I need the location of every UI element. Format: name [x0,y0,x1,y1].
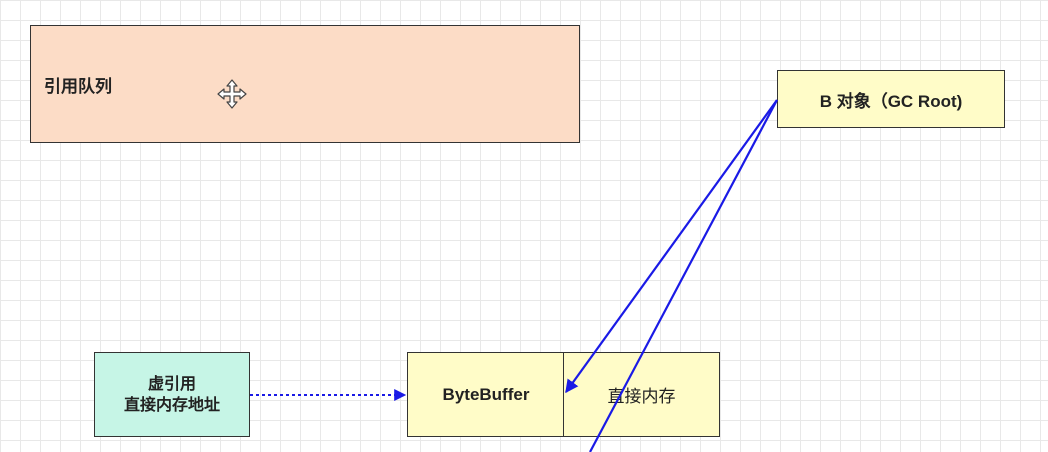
bytebuffer-node[interactable]: ByteBuffer [407,352,565,437]
gc-root-label: B 对象（GC Root) [819,91,963,111]
move-cursor-icon [217,79,247,109]
phantom-reference-node[interactable]: 虚引用 直接内存地址 [94,352,250,437]
bytebuffer-label: ByteBuffer [442,384,530,404]
direct-memory-label: 直接内存 [607,387,676,406]
direct-memory-node[interactable]: 直接内存 [563,352,720,437]
direct-memory-address-label: 直接内存地址 [123,396,220,414]
gc-root-node[interactable]: B 对象（GC Root) [777,70,1005,128]
reference-queue-label: 引用队列 [44,76,112,96]
gc-root-to-bytebuffer-arrow [565,99,778,394]
reference-queue-node[interactable]: 引用队列 [30,25,580,143]
phantom-reference-label: 虚引用 [147,375,196,393]
